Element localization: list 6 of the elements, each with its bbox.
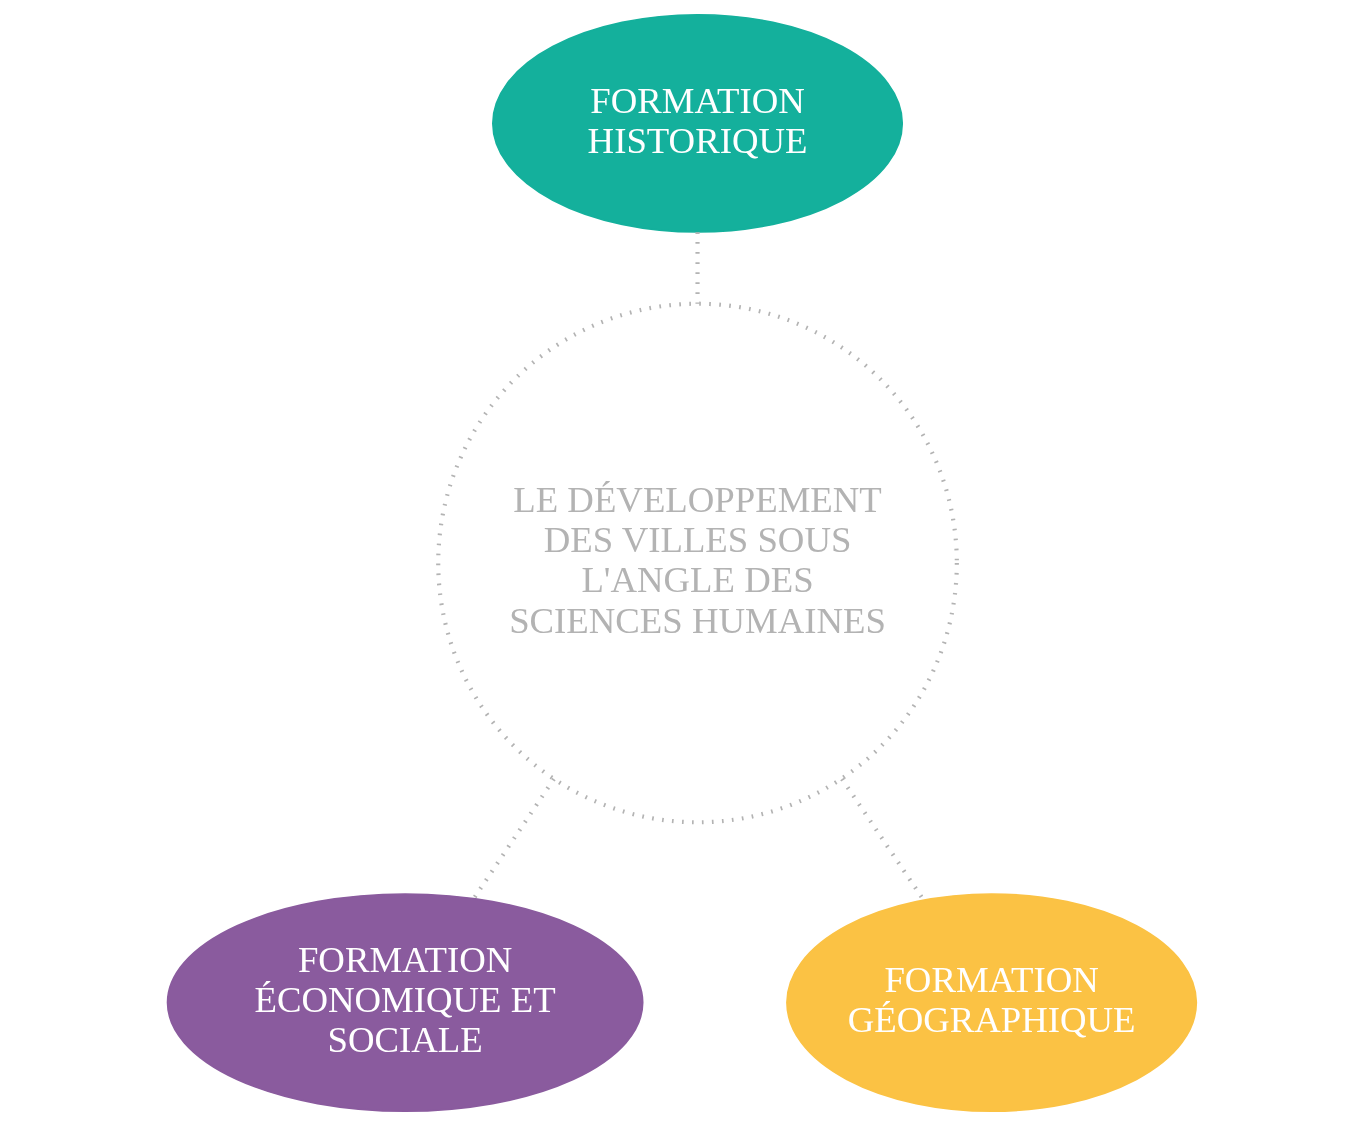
node-circle: LE DÉVELOPPEMENT DES VILLES SOUS L'ANGLE DES SCIENCES HUMAINES — [436, 301, 959, 825]
node-ellipse: FORMATION ÉCONOMIQUE ET SOCIALE — [166, 893, 644, 1113]
node-ellipse: FORMATION HISTORIQUE — [492, 13, 904, 233]
connector — [695, 232, 700, 304]
connector — [472, 777, 556, 900]
node-ellipse: FORMATION GÉOGRAPHIQUE — [786, 893, 1198, 1113]
